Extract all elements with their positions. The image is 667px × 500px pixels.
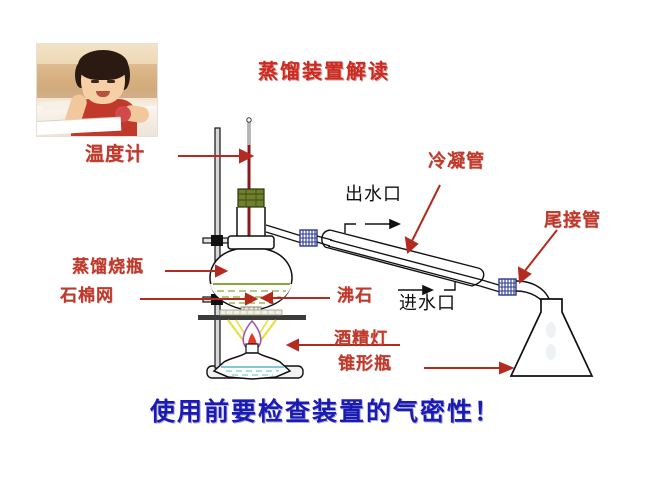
child-photo (36, 43, 158, 137)
photo-child-eye-right (107, 80, 115, 83)
conical-flask (509, 298, 594, 377)
photo-child-eye-left (91, 80, 99, 83)
rubber-connector-upper (299, 229, 318, 247)
label-water-inlet: 进水口 (399, 293, 456, 314)
photo-child-hair (78, 50, 128, 80)
label-condenser: 冷凝管 (428, 151, 485, 172)
asbestos-mesh (198, 309, 306, 320)
pointer-arrows (140, 148, 558, 375)
photo-child-hand-left (83, 84, 96, 99)
label-water-outlet: 出水口 (345, 184, 402, 205)
alcohol-lamp (212, 343, 292, 380)
water-flow-arrows (365, 218, 434, 296)
footer-note: 使用前要检查装置的气密性！ (150, 397, 502, 426)
label-conical-flask: 锥形瓶 (338, 354, 392, 374)
condenser (316, 223, 503, 293)
label-asbestos-mesh: 石棉网 (60, 286, 114, 306)
label-boiling-stone: 沸石 (337, 286, 373, 306)
flask-stopper (237, 188, 265, 208)
label-tail-tube: 尾接管 (544, 210, 601, 231)
rubber-connector-lower (498, 278, 517, 296)
photo-child-mouth (96, 91, 110, 97)
label-alcohol-lamp: 酒精灯 (334, 329, 388, 349)
label-thermometer: 温度计 (85, 143, 146, 165)
page-title: 蒸馏装置解读 (258, 59, 390, 83)
label-distillation-flask: 蒸馏烧瓶 (72, 257, 144, 277)
